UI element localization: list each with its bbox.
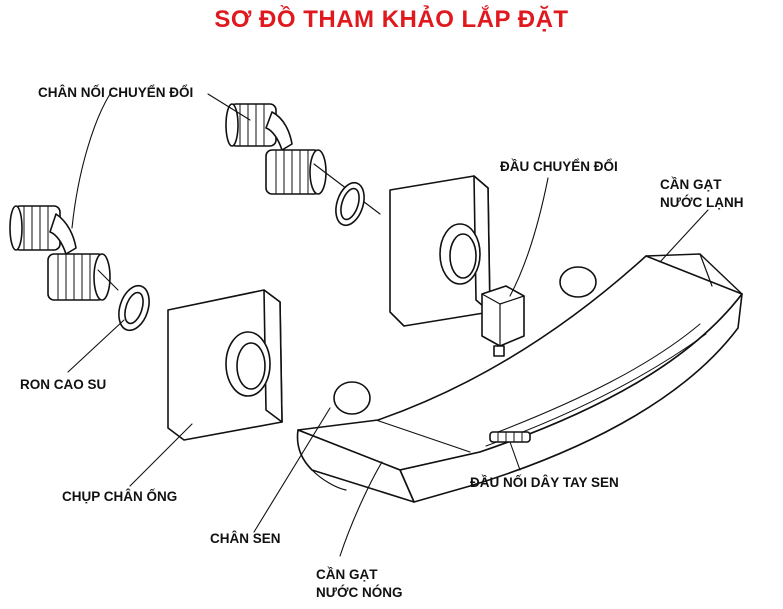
label-dau-noi-day-tay-sen: ĐẦU NỐI DÂY TAY SEN <box>470 475 619 490</box>
label-can-gat-nuoc-lanh-line2: NƯỚC LẠNH <box>660 195 744 210</box>
mixer-valve-body <box>296 253 743 503</box>
diagram-title: SƠ ĐỒ THAM KHẢO LẮP ĐẶT <box>214 6 569 33</box>
leader-lines <box>67 93 709 557</box>
label-ron-cao-su: RON CAO SU <box>20 377 107 392</box>
adapter-fitting-upper <box>225 103 381 215</box>
label-dau-chuyen-doi: ĐẦU CHUYỂN ĐỔI <box>500 159 618 174</box>
adapter-fitting-lower <box>9 205 119 301</box>
rubber-ring-upper <box>335 181 365 227</box>
cover-plate-upper <box>389 175 491 327</box>
cover-plate-lower <box>167 289 283 441</box>
label-chup-chan-ong: CHỤP CHÂN ỐNG <box>62 489 178 504</box>
rubber-ring-lower <box>118 284 150 332</box>
label-chan-noi-chuyen-doi: CHÂN NỐI CHUYỂN ĐỔI <box>38 85 194 100</box>
label-chan-sen: CHÂN SEN <box>210 531 281 546</box>
label-can-gat-nuoc-nong-line1: CẦN GẠT <box>316 567 378 582</box>
label-can-gat-nuoc-lanh-line1: CẦN GẠT <box>660 177 722 192</box>
label-can-gat-nuoc-nong-line2: NƯỚC NÓNG <box>316 585 403 600</box>
